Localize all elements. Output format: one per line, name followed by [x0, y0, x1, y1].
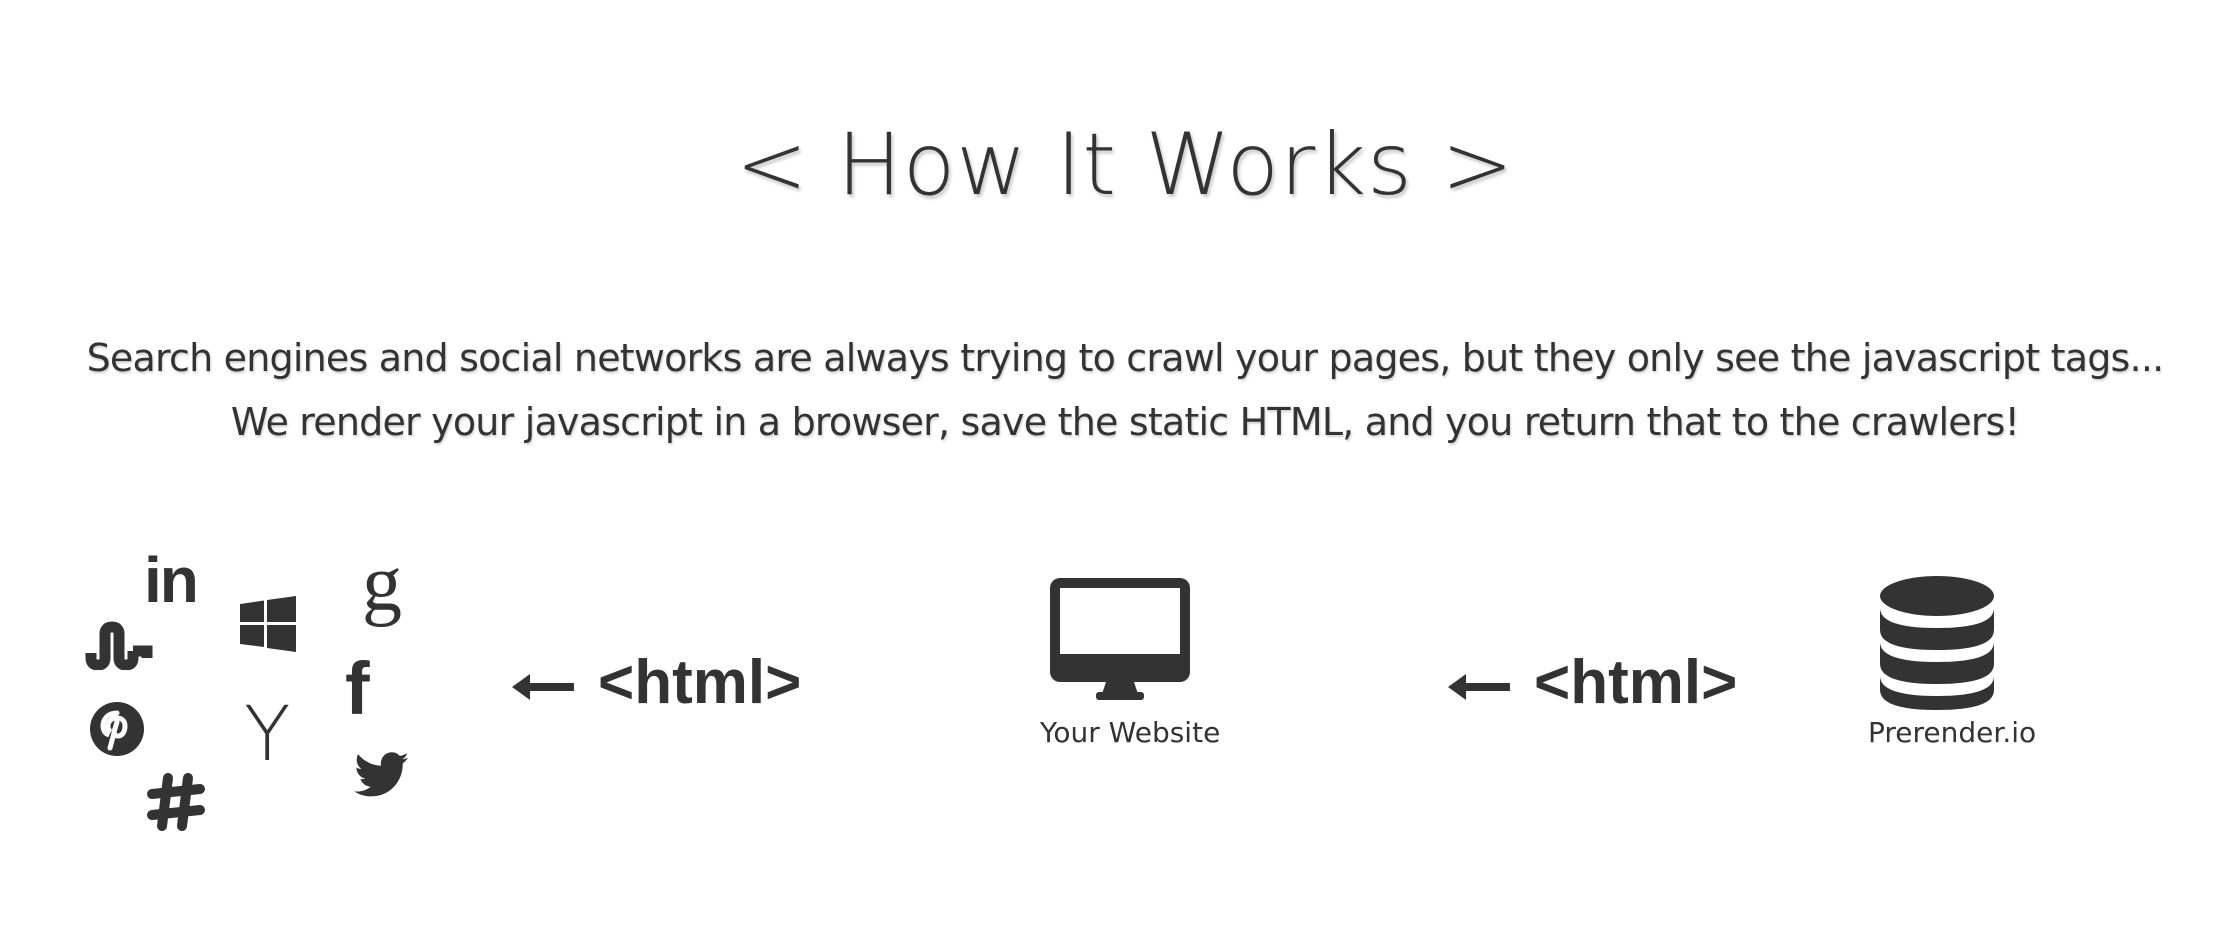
prerender-caption: Prerender.io	[1868, 716, 2037, 749]
website-caption: Your Website	[1040, 716, 1221, 749]
slack-icon	[146, 772, 206, 832]
section-title: < How It Works >	[735, 115, 1515, 215]
twitter-icon	[354, 752, 410, 798]
yahoo-icon: Y	[244, 689, 291, 778]
left-html-label: <html>	[598, 648, 802, 717]
left-arrow-icon	[512, 672, 574, 707]
description-line-2: We render your javascript in a browser, …	[230, 400, 2020, 444]
description-line-1: Search engines and social networks are a…	[86, 336, 2165, 380]
right-html-label: <html>	[1534, 648, 1738, 717]
google-icon: g	[362, 540, 402, 628]
pinterest-icon	[90, 702, 144, 756]
linkedin-icon: in	[144, 544, 199, 616]
facebook-icon: f	[345, 647, 370, 730]
right-arrow-icon	[1448, 672, 1510, 707]
monitor-icon	[1050, 578, 1190, 700]
database-icon	[1880, 576, 1994, 710]
stumbleupon-icon	[84, 620, 154, 670]
windows-icon	[240, 596, 296, 652]
